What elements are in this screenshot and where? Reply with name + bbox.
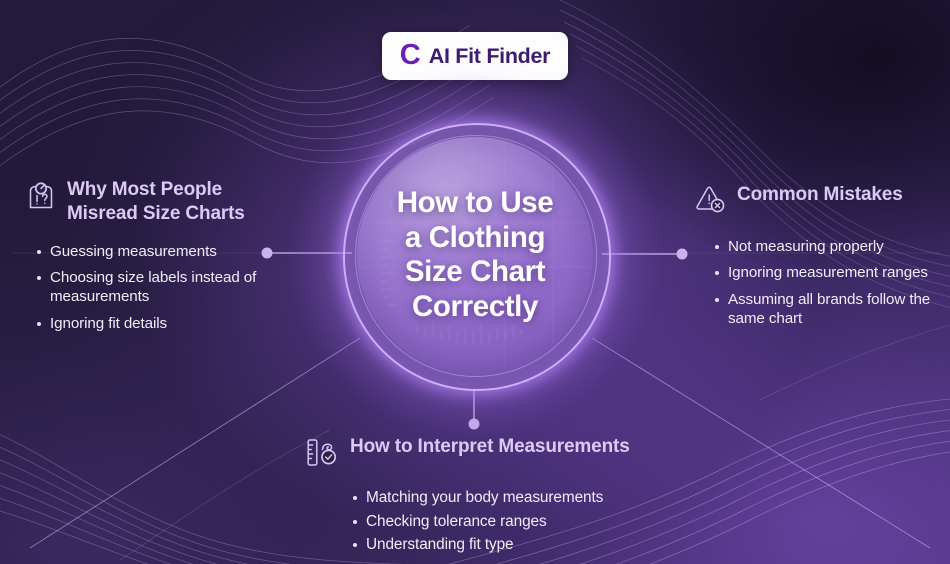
- list-item: Understanding fit type: [350, 535, 705, 555]
- center-title-line-3: Size Chart: [404, 255, 546, 288]
- ruler-check-icon: [305, 436, 341, 475]
- section-title: How to Interpret Measurements: [350, 436, 630, 457]
- weighing-scale-question-icon: [24, 179, 58, 218]
- sphere-outer-ring: [343, 123, 611, 391]
- section-why-misread: Why Most People Misread Size Charts Gues…: [24, 178, 289, 340]
- section-title: Why Most People Misread Size Charts: [67, 179, 245, 225]
- logo-mark-icon: C: [399, 38, 421, 71]
- section-header: Common Mistakes: [694, 183, 934, 221]
- list-item: Assuming all brands follow the same char…: [712, 290, 934, 329]
- list-item: Ignoring fit details: [34, 314, 289, 333]
- section-interpret-measurements: How to Interpret Measurements Matching y…: [305, 435, 705, 559]
- section-bullet-list: Matching your body measurements Checking…: [350, 488, 705, 555]
- connector-dot-right: [676, 248, 688, 260]
- app-logo-badge[interactable]: C AI Fit Finder: [382, 32, 568, 80]
- section-bullet-list: Not measuring properly Ignoring measurem…: [712, 237, 934, 328]
- list-item: Matching your body measurements: [350, 488, 705, 508]
- section-title: Common Mistakes: [737, 184, 903, 205]
- central-sphere: How to Use a Clothing Size Chart Correct…: [297, 77, 653, 433]
- list-item: Ignoring measurement ranges: [712, 263, 934, 282]
- section-common-mistakes: Common Mistakes Not measuring properly I…: [694, 183, 934, 335]
- section-header: How to Interpret Measurements: [305, 435, 705, 475]
- list-item: Guessing measurements: [34, 242, 289, 261]
- section-header: Why Most People Misread Size Charts: [24, 178, 289, 227]
- center-title-line-4: Correctly: [412, 289, 538, 323]
- list-item: Choosing size labels instead of measurem…: [34, 268, 289, 307]
- warning-triangle-error-icon: [694, 184, 728, 221]
- list-item: Checking tolerance ranges: [350, 512, 705, 532]
- section-bullet-list: Guessing measurements Choosing size labe…: [34, 242, 289, 333]
- center-title-line-2: a Clothing: [404, 220, 546, 254]
- center-title-line-1: How to Use: [396, 186, 554, 219]
- list-item: Not measuring properly: [712, 237, 934, 256]
- center-title: How to Use a Clothing Size Chart Correct…: [343, 123, 607, 387]
- logo-text: AI Fit Finder: [428, 43, 551, 68]
